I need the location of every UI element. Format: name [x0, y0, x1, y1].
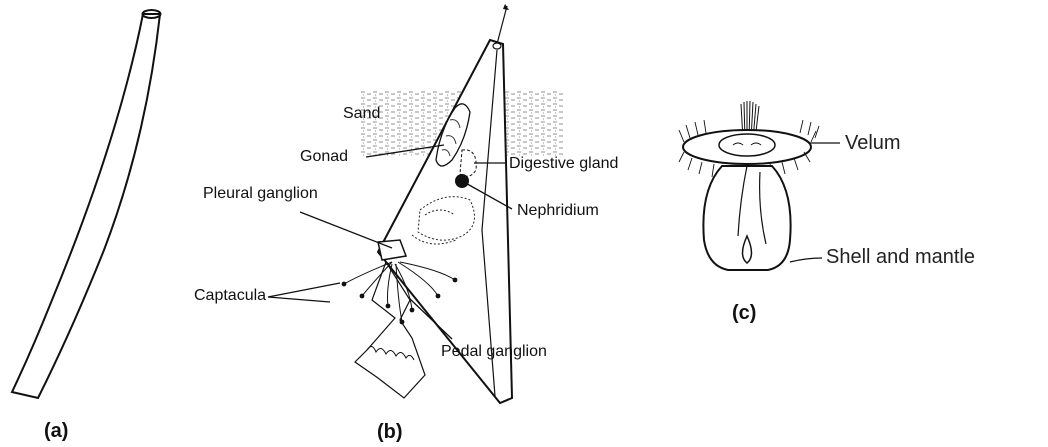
label-digestive-gland: Digestive gland: [509, 156, 618, 172]
label-nephridium: Nephridium: [517, 203, 599, 219]
label-shell-and-mantle: Shell and mantle: [826, 247, 975, 267]
label-velum: Velum: [845, 133, 901, 153]
label-sand: Sand: [343, 106, 380, 122]
apex-current-line: [497, 6, 507, 44]
label-captacula: Captacula: [194, 288, 266, 304]
caption-a: (a): [44, 421, 68, 441]
captacula-leader-1: [268, 283, 340, 297]
pleural-ganglion-leader: [300, 212, 392, 248]
captacula-leader-2: [268, 297, 330, 302]
pleural-ganglion: [378, 240, 406, 260]
shell-mantle-leader: [790, 258, 822, 262]
label-pleural-ganglion: Pleural ganglion: [203, 186, 318, 202]
label-pedal-ganglion: Pedal ganglion: [441, 344, 547, 360]
panel-c: [679, 101, 840, 270]
caption-c: (c): [732, 303, 756, 323]
label-gonad: Gonad: [300, 149, 348, 165]
caption-b: (b): [377, 422, 403, 442]
shell-apex-opening: [493, 43, 501, 49]
leader-lines-c: [790, 143, 840, 262]
panel-a-shell: [12, 10, 161, 398]
velum-center: [719, 134, 775, 156]
tusk-shell-outline: [12, 14, 160, 398]
